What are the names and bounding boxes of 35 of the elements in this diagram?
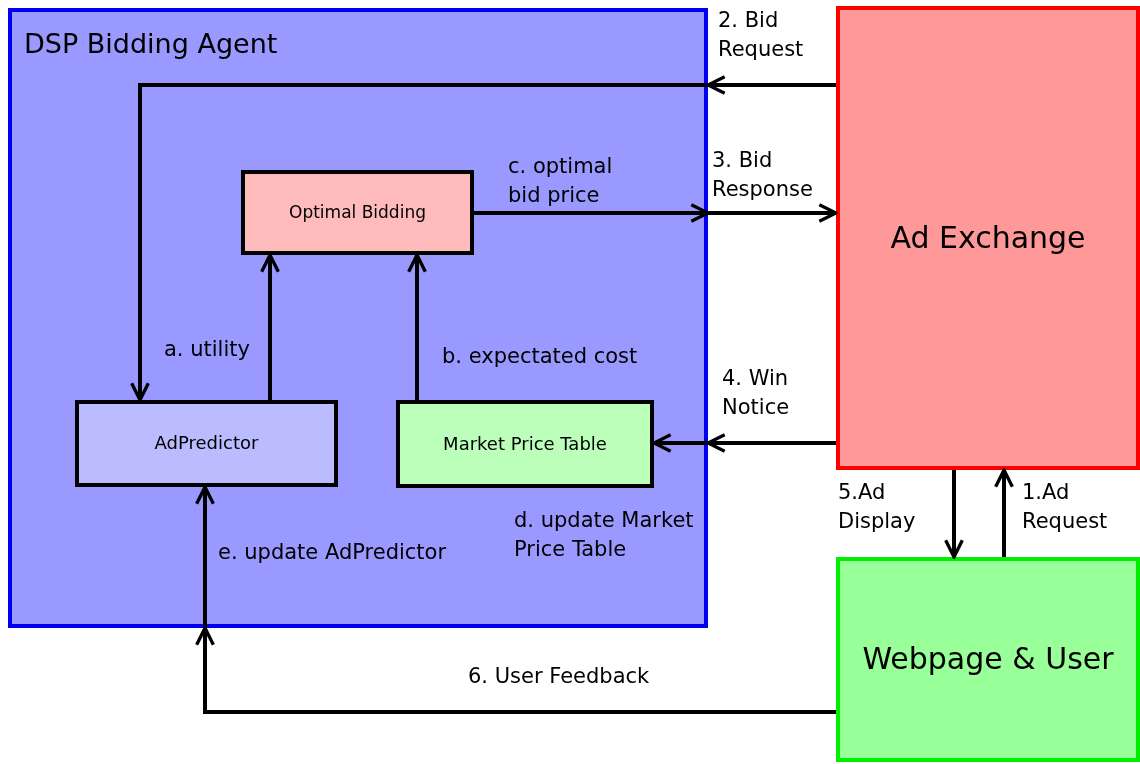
edge-label: 5.Ad Display xyxy=(838,479,917,536)
arrow xyxy=(407,253,427,400)
arrow xyxy=(994,468,1014,557)
edge-label: 3. Bid Response xyxy=(712,147,814,204)
box-label: Market Price Table xyxy=(443,431,607,456)
box-label: Webpage & User xyxy=(862,640,1114,679)
arrow xyxy=(474,203,710,223)
arrow xyxy=(652,433,708,453)
edge-label: b. expectated cost xyxy=(442,343,639,370)
edge-label: a. utility xyxy=(164,336,251,363)
edge-label: c. optimal bid price xyxy=(508,153,614,210)
process-box xyxy=(836,557,1140,762)
arrow xyxy=(944,470,964,559)
edge-label: e. update AdPredictor xyxy=(218,539,448,566)
process-box xyxy=(836,6,1140,470)
agent-panel xyxy=(8,8,708,628)
arrow xyxy=(130,83,708,402)
edge-label: 6. User Feedback xyxy=(468,663,651,690)
edge-label: 4. Win Notice xyxy=(722,365,791,422)
box-label: Ad Exchange xyxy=(890,218,1086,257)
arrow xyxy=(260,253,280,400)
arrow xyxy=(706,433,836,453)
box-label: AdPredictor xyxy=(154,431,259,456)
edge-label: d. update Market Price Table xyxy=(514,507,695,564)
process-box xyxy=(75,400,338,487)
arrow xyxy=(195,485,215,628)
process-box xyxy=(241,170,474,255)
process-box xyxy=(396,400,654,488)
arrow xyxy=(708,203,838,223)
edge-label: 1.Ad Request xyxy=(1022,479,1109,536)
edge-label: 2. Bid Request xyxy=(718,7,805,64)
arrow xyxy=(195,626,836,714)
box-label: Optimal Bidding xyxy=(289,201,426,224)
panel-title: DSP Bidding Agent xyxy=(24,27,278,61)
arrow xyxy=(706,75,836,95)
